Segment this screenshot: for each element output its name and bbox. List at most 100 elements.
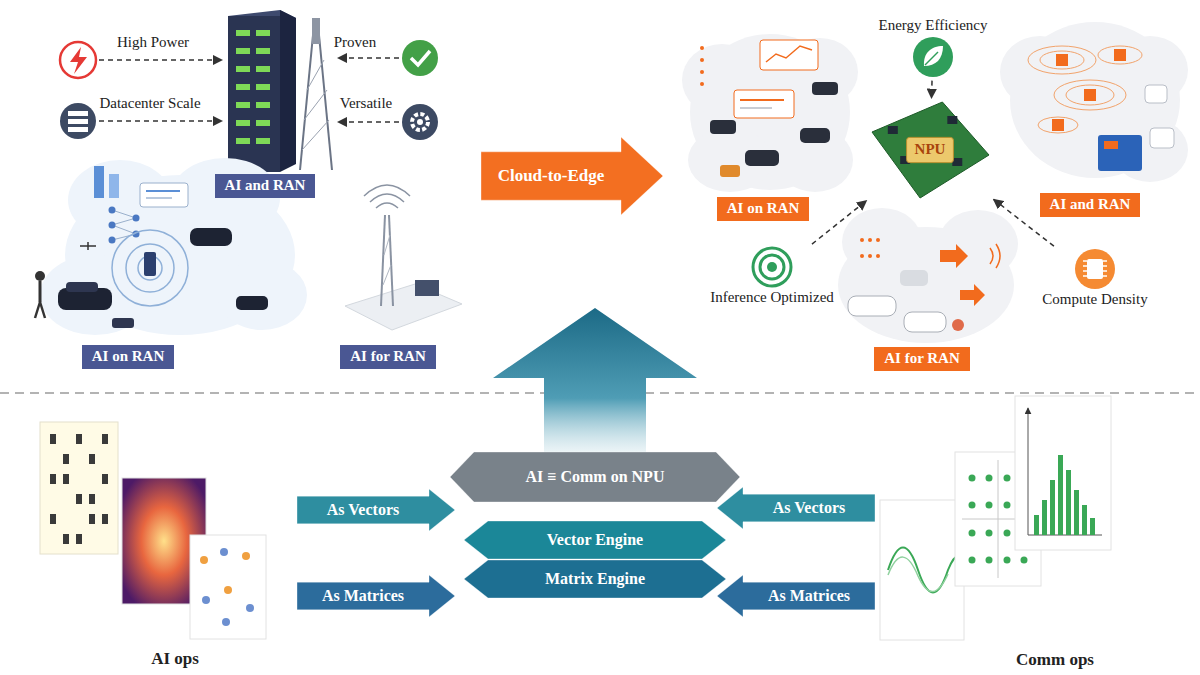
- ai-for-ran-scene-part-part: [376, 203, 398, 208]
- ai-on-ran-edge-scene-part: [700, 46, 704, 86]
- node-text: Cloud-to-Edge: [498, 166, 605, 186]
- transition-arrow-shape: [481, 137, 663, 215]
- ai-for-ran-edge-cloud-part: [842, 208, 922, 276]
- ai-for-ran-edge-scene-part-part: [960, 284, 985, 306]
- ai-for-ran-edge-scene-part-part: [990, 248, 993, 264]
- ai-on-ran-scene-part: [35, 302, 40, 318]
- server-icon: [60, 103, 96, 139]
- node-text: NPU: [915, 141, 946, 158]
- ai-on-ran-edge-cloud-part: [777, 128, 853, 192]
- ai-and-ran-edge-scene-part-part: [1098, 46, 1142, 64]
- icon-graphic: [924, 46, 943, 66]
- datacenter-rack-part-part: [256, 120, 270, 126]
- node-text: As Vectors: [327, 501, 399, 519]
- ai-on-ran-edge-cloud: [682, 34, 858, 192]
- ai-on-ran-scene-part: [66, 282, 98, 292]
- ai-and-ran-edge-scene-part-part: [1084, 89, 1096, 101]
- scenario-label: AI on RAN: [717, 197, 810, 220]
- feature-arrows-part: [338, 57, 399, 59]
- constellation-panel-part-part: [1004, 530, 1011, 537]
- input-arrow: As Vectors: [297, 489, 455, 531]
- engine-layer: Vector Engine: [464, 521, 726, 559]
- binary-matrix-panel-part-part: [102, 474, 108, 484]
- server-icon-part: [68, 111, 88, 116]
- constellation-panel-part-part: [986, 502, 993, 509]
- chip-die: [907, 137, 954, 162]
- ai-on-ran-edge-scene-part: [720, 165, 740, 177]
- proven-icon-part: [402, 40, 438, 76]
- npu-chip: NPU: [868, 100, 992, 200]
- ai-on-ran-edge-scene-part-part: [700, 58, 704, 62]
- ai-for-ran-edge-scene: [848, 238, 1000, 332]
- ai-on-ran-scene-part: [35, 271, 45, 281]
- ai-and-ran-edge-cloud-part: [1000, 36, 1080, 108]
- ai-for-ran-edge-scene-part-part: [860, 238, 864, 242]
- cell-tower-part: [302, 120, 329, 150]
- datacenter-rack-part-part: [256, 84, 270, 90]
- feature-label: Datacenter Scale: [99, 95, 200, 112]
- versatile-icon-part: [412, 114, 428, 130]
- ai-and-ran-edge-scene-part: [1150, 128, 1174, 148]
- ai-on-ran-scene-part-part: [112, 225, 136, 234]
- input-arrow: As Vectors: [717, 487, 875, 529]
- dashed-connector: [812, 201, 866, 244]
- spectrum-panel-part-part: [1042, 500, 1047, 535]
- ai-for-ran-edge-scene-part-part: [940, 244, 968, 268]
- ai-for-ran-edge-scene-part-part: [860, 254, 864, 258]
- ai-on-ran-scene-part: [144, 252, 156, 276]
- binary-matrix-panel-part-part: [102, 514, 108, 524]
- binary-matrix-panel: [40, 422, 118, 554]
- feature-icon: Inference Optimized: [710, 245, 834, 306]
- scatter-panel-part-part: [202, 596, 210, 604]
- datacenter-rack-part: [280, 10, 296, 172]
- ai-for-ran-scene-part-part: [370, 194, 404, 202]
- ai-on-ran-edge-scene-part: [760, 40, 818, 70]
- datacenter-rack: [228, 10, 296, 172]
- ai-on-ran-scene-part: [146, 190, 180, 192]
- ai-for-ran-scene-part: [389, 215, 393, 306]
- npu-chip-shape: [872, 102, 989, 198]
- ai-on-ran-scene-part: [40, 302, 45, 318]
- versatile-icon: [402, 104, 438, 140]
- binary-matrix-panel-part-part: [63, 474, 69, 484]
- spectrum-panel-part-part: [1034, 515, 1039, 535]
- icon-graphic: [1075, 249, 1115, 289]
- binary-matrix-panel-part-part: [50, 514, 56, 524]
- spectrum-panel-part-part: [1050, 480, 1055, 535]
- constellation-panel-part-part: [1004, 502, 1011, 509]
- icon-graphic: [1083, 271, 1087, 273]
- icon-graphic: [753, 248, 791, 286]
- datacenter-rack-part-part: [236, 30, 250, 36]
- engine-layer-shape: [464, 521, 726, 559]
- input-arrow-shape: [297, 489, 455, 531]
- group-title: AI ops: [151, 649, 199, 669]
- ai-on-ran-edge-scene-part-part: [700, 70, 704, 74]
- datacenter-rack-part-part: [256, 138, 270, 144]
- ai-for-ran-scene-part: [384, 235, 390, 255]
- ai-on-ran-scene-part-part: [112, 218, 136, 225]
- ai-on-ran-scene-part-part: [109, 207, 116, 214]
- input-arrow-shape: [297, 575, 455, 617]
- proven-icon-part: [411, 51, 430, 65]
- node-text: Inference Optimized: [710, 289, 834, 306]
- icon-graphic: [911, 35, 955, 79]
- transition-arrow: Cloud-to-Edge: [481, 137, 663, 215]
- constellation-panel-part-part: [1021, 557, 1028, 564]
- input-arrow-shape: [717, 487, 875, 529]
- binary-matrix-panel-part-part: [89, 454, 95, 464]
- scatter-panel-part-part: [224, 586, 232, 594]
- ai-and-ran-edge-scene-part: [1104, 141, 1118, 149]
- icon-graphic: [925, 52, 938, 65]
- node-text: AI and RAN: [1050, 196, 1131, 213]
- spectrum-panel-part-part: [1082, 505, 1087, 535]
- npu-layer: AI ≡ Comm on NPU: [450, 452, 740, 502]
- server-icon-part: [60, 103, 96, 139]
- dashed-connector: [931, 81, 933, 98]
- ai-on-ran-scene-part: [39, 281, 42, 302]
- datacenter-rack-part-part: [256, 48, 270, 54]
- ai-on-ran-cloud-part: [217, 260, 307, 330]
- versatile-icon-part: [417, 119, 423, 125]
- icon-graphic: [1075, 249, 1115, 289]
- node-text: As Vectors: [773, 499, 845, 517]
